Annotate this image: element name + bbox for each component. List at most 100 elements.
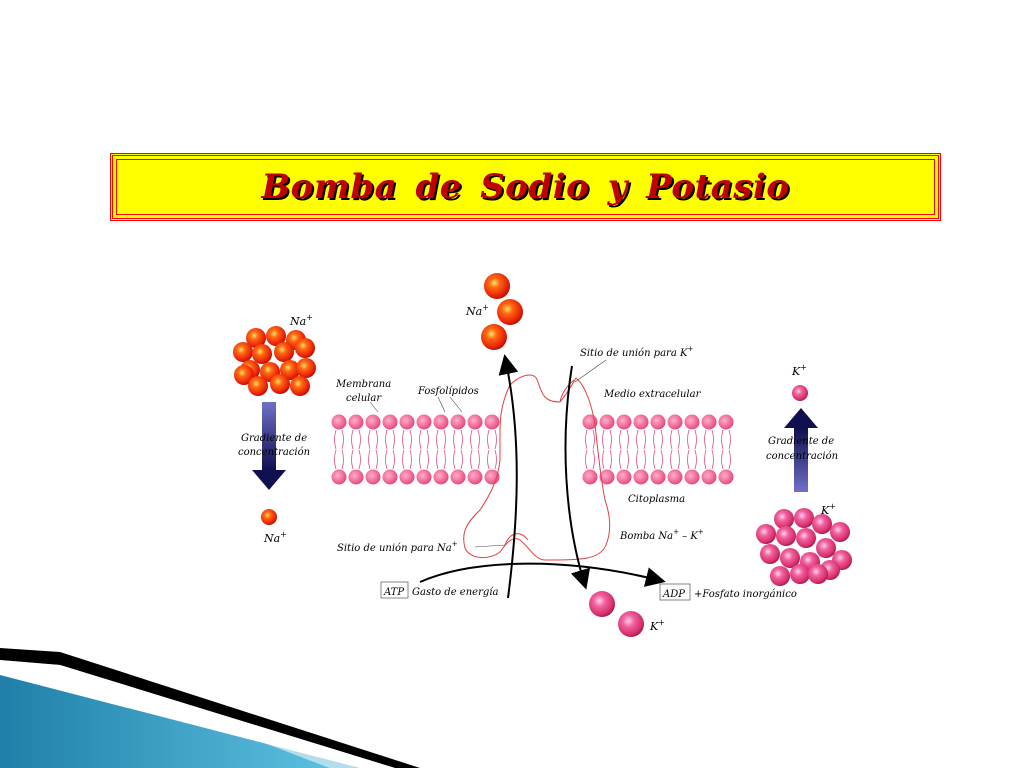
phospholipid-head bbox=[433, 469, 449, 485]
gradient-left-line1: Gradiente de bbox=[241, 433, 307, 444]
sodium-ion-released bbox=[484, 273, 510, 299]
sodium-cluster-outside bbox=[233, 326, 316, 396]
gradient-right-line2: concentración bbox=[766, 451, 838, 462]
na-binding-site-label: Sitio de unión para Na+ bbox=[337, 540, 458, 554]
phospholipid-head bbox=[348, 414, 364, 430]
potassium-ion-imported bbox=[589, 591, 615, 617]
phospholipid-head bbox=[616, 414, 632, 430]
sodium-ion bbox=[252, 344, 272, 364]
sodium-ion bbox=[246, 328, 266, 348]
title-box: Bomba de Sodio y Potasio bbox=[110, 153, 941, 221]
potassium-ion bbox=[756, 524, 776, 544]
phospholipids-label: Fosfolípidos bbox=[417, 386, 479, 397]
phospholipid-head bbox=[484, 469, 500, 485]
phospholipid-head bbox=[599, 414, 615, 430]
phospholipid-head bbox=[650, 414, 666, 430]
cytoplasm-label: Citoplasma bbox=[628, 494, 685, 505]
potassium-ion bbox=[780, 548, 800, 568]
phospholipid-head bbox=[416, 469, 432, 485]
phospholipid-head bbox=[582, 469, 598, 485]
phospholipid-head bbox=[484, 414, 500, 430]
phospholipid-head bbox=[667, 414, 683, 430]
atp-box bbox=[380, 581, 409, 599]
sodium-ion-released bbox=[481, 324, 507, 350]
potassium-ion bbox=[794, 508, 814, 528]
k-binding-site-label: Sitio de unión para K+ bbox=[580, 345, 693, 359]
phospholipid-head bbox=[718, 469, 734, 485]
potassium-ion bbox=[812, 514, 832, 534]
membrane-label-line2: celular bbox=[346, 393, 382, 404]
sodium-ion bbox=[274, 342, 294, 362]
na-label-bottom-left: Na+ bbox=[263, 530, 287, 545]
k-label-top-right: K+ bbox=[791, 363, 807, 378]
phospholipid-head bbox=[331, 469, 347, 485]
phospholipid-head bbox=[684, 414, 700, 430]
membrane-bilayer-right bbox=[582, 414, 734, 485]
phospholipid-head bbox=[416, 414, 432, 430]
adp-box bbox=[659, 583, 691, 601]
sodium-ion-released bbox=[497, 299, 523, 325]
sodium-ion-inside bbox=[261, 509, 277, 525]
membrane-bilayer-left bbox=[331, 414, 500, 485]
potassium-ion bbox=[790, 564, 810, 584]
potassium-ion bbox=[770, 566, 790, 586]
phospholipid-head bbox=[599, 469, 615, 485]
potassium-ion bbox=[776, 526, 796, 546]
potassium-ion bbox=[796, 528, 816, 548]
sodium-ion bbox=[290, 376, 310, 396]
extracellular-label: Medio extracelular bbox=[603, 389, 702, 400]
potassium-ion bbox=[830, 522, 850, 542]
slide-title: Bomba de Sodio y Potasio bbox=[261, 167, 790, 207]
phospholipid-head bbox=[467, 469, 483, 485]
gradient-arrow-down-icon bbox=[252, 402, 286, 490]
na-label-top-center: Na+ bbox=[465, 303, 489, 318]
membrane-label-line1: Membrana bbox=[335, 379, 391, 390]
sodium-ion bbox=[234, 365, 254, 385]
k-label-bottom-center: K+ bbox=[649, 618, 665, 633]
phospholipid-head bbox=[382, 469, 398, 485]
energy-label: Gasto de energía bbox=[412, 587, 498, 598]
phospholipid-head bbox=[701, 469, 717, 485]
sodium-ion bbox=[295, 338, 315, 358]
pump-label: Bomba Na+ – K+ bbox=[619, 528, 704, 542]
phospholipid-head bbox=[633, 414, 649, 430]
phospholipid-head bbox=[450, 469, 466, 485]
phospholipid-head bbox=[365, 414, 381, 430]
phosphate-label: +Fosfato inorgánico bbox=[694, 589, 797, 600]
sodium-ion bbox=[296, 358, 316, 378]
atp-hydrolysis-arrow-icon bbox=[419, 562, 666, 587]
phospholipid-head bbox=[667, 469, 683, 485]
phospholipid-head bbox=[382, 414, 398, 430]
gradient-left-line2: concentración bbox=[238, 447, 310, 458]
potassium-ion bbox=[760, 544, 780, 564]
potassium-ion bbox=[816, 538, 836, 558]
phospholipid-head bbox=[633, 469, 649, 485]
potassium-cluster-inside bbox=[756, 508, 852, 586]
potassium-import-arrow-icon bbox=[564, 365, 591, 590]
phospholipid-head bbox=[399, 469, 415, 485]
phospholipid-head bbox=[450, 414, 466, 430]
phospholipid-head bbox=[365, 469, 381, 485]
footer-decoration bbox=[0, 648, 420, 768]
phospholipid-head bbox=[684, 469, 700, 485]
sodium-ion bbox=[280, 360, 300, 380]
sodium-export-arrow-icon bbox=[498, 354, 519, 599]
phospholipid-head bbox=[467, 414, 483, 430]
phospholipid-head bbox=[650, 469, 666, 485]
sodium-ion bbox=[248, 376, 268, 396]
gradient-arrow-up-icon bbox=[784, 408, 818, 492]
gradient-right-line1: Gradiente de bbox=[768, 436, 834, 447]
phospholipid-head bbox=[331, 414, 347, 430]
k-label-bottom-right: K+ bbox=[820, 502, 836, 517]
potassium-ion-imported bbox=[618, 611, 644, 637]
potassium-ion-outside bbox=[792, 385, 808, 401]
phospholipid-head bbox=[718, 414, 734, 430]
na-label-top-left: Na+ bbox=[289, 313, 313, 328]
potassium-ion bbox=[774, 509, 794, 529]
pump-protein bbox=[463, 374, 611, 561]
phospholipid-head bbox=[433, 414, 449, 430]
atp-label: ATP bbox=[383, 587, 404, 598]
potassium-ion bbox=[808, 564, 828, 584]
